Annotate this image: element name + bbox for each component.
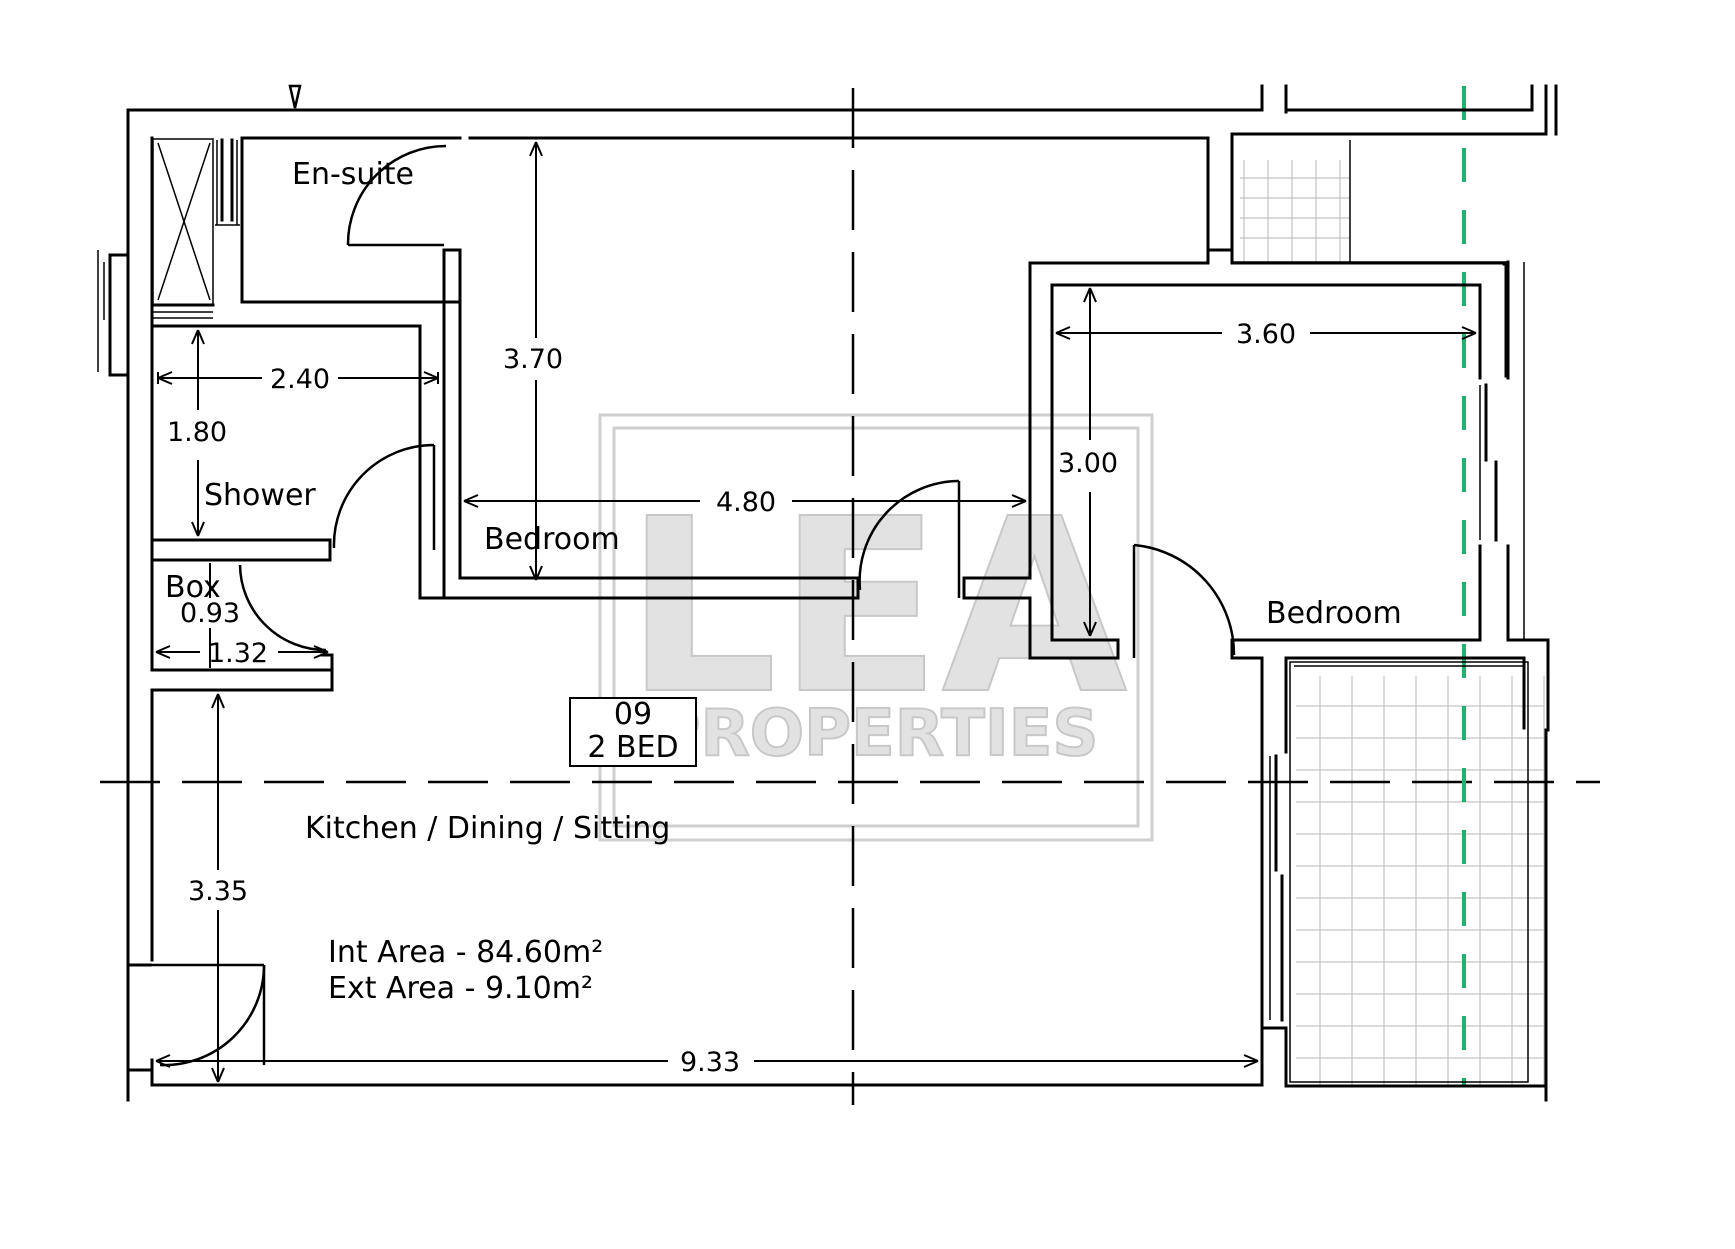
dim-bedroom-2-width: 3.60 (1236, 319, 1296, 350)
room-label-bedroom-2: Bedroom (1266, 596, 1402, 631)
unit-number: 09 (614, 697, 652, 732)
watermark-frame-inner (612, 426, 1140, 828)
dim-bedroom-1-width: 4.80 (716, 487, 776, 518)
unit-tag-box (569, 697, 697, 767)
walls (97, 84, 1558, 1102)
dim-shower-width: 2.40 (270, 364, 330, 395)
dim-box-depth: 0.93 (180, 598, 240, 629)
internal-area-label: Int Area - 84.60m² (328, 935, 603, 970)
watermark-logo-text: LEA (625, 467, 1128, 747)
dim-kitchen-depth: 3.35 (188, 876, 248, 907)
lower-balcony-tiles (1296, 676, 1545, 1086)
dimension-lines (155, 141, 1477, 1083)
upper-balcony-tiles (1240, 160, 1350, 262)
room-label-bedroom-1: Bedroom (484, 522, 620, 557)
unit-type: 2 BED (587, 730, 678, 765)
dim-box-width: 1.32 (208, 638, 268, 669)
dim-bedroom-2-depth: 3.00 (1058, 448, 1118, 479)
dim-bedroom-1-depth: 3.70 (503, 344, 563, 375)
room-label-box: Box (165, 570, 221, 605)
room-label-shower: Shower (204, 478, 316, 513)
room-label-ensuite: En-suite (292, 157, 414, 192)
wardrobe (151, 138, 240, 319)
watermark: LEA PROPERTIES (598, 413, 1154, 842)
watermark-frame-outer (598, 413, 1154, 842)
dim-overall-width: 9.33 (680, 1047, 740, 1078)
dim-shower-depth: 1.80 (167, 417, 227, 448)
external-area-label: Ext Area - 9.10m² (328, 971, 593, 1006)
watermark-company-text: PROPERTIES (654, 697, 1099, 771)
room-label-kitchen: Kitchen / Dining / Sitting (305, 811, 670, 846)
